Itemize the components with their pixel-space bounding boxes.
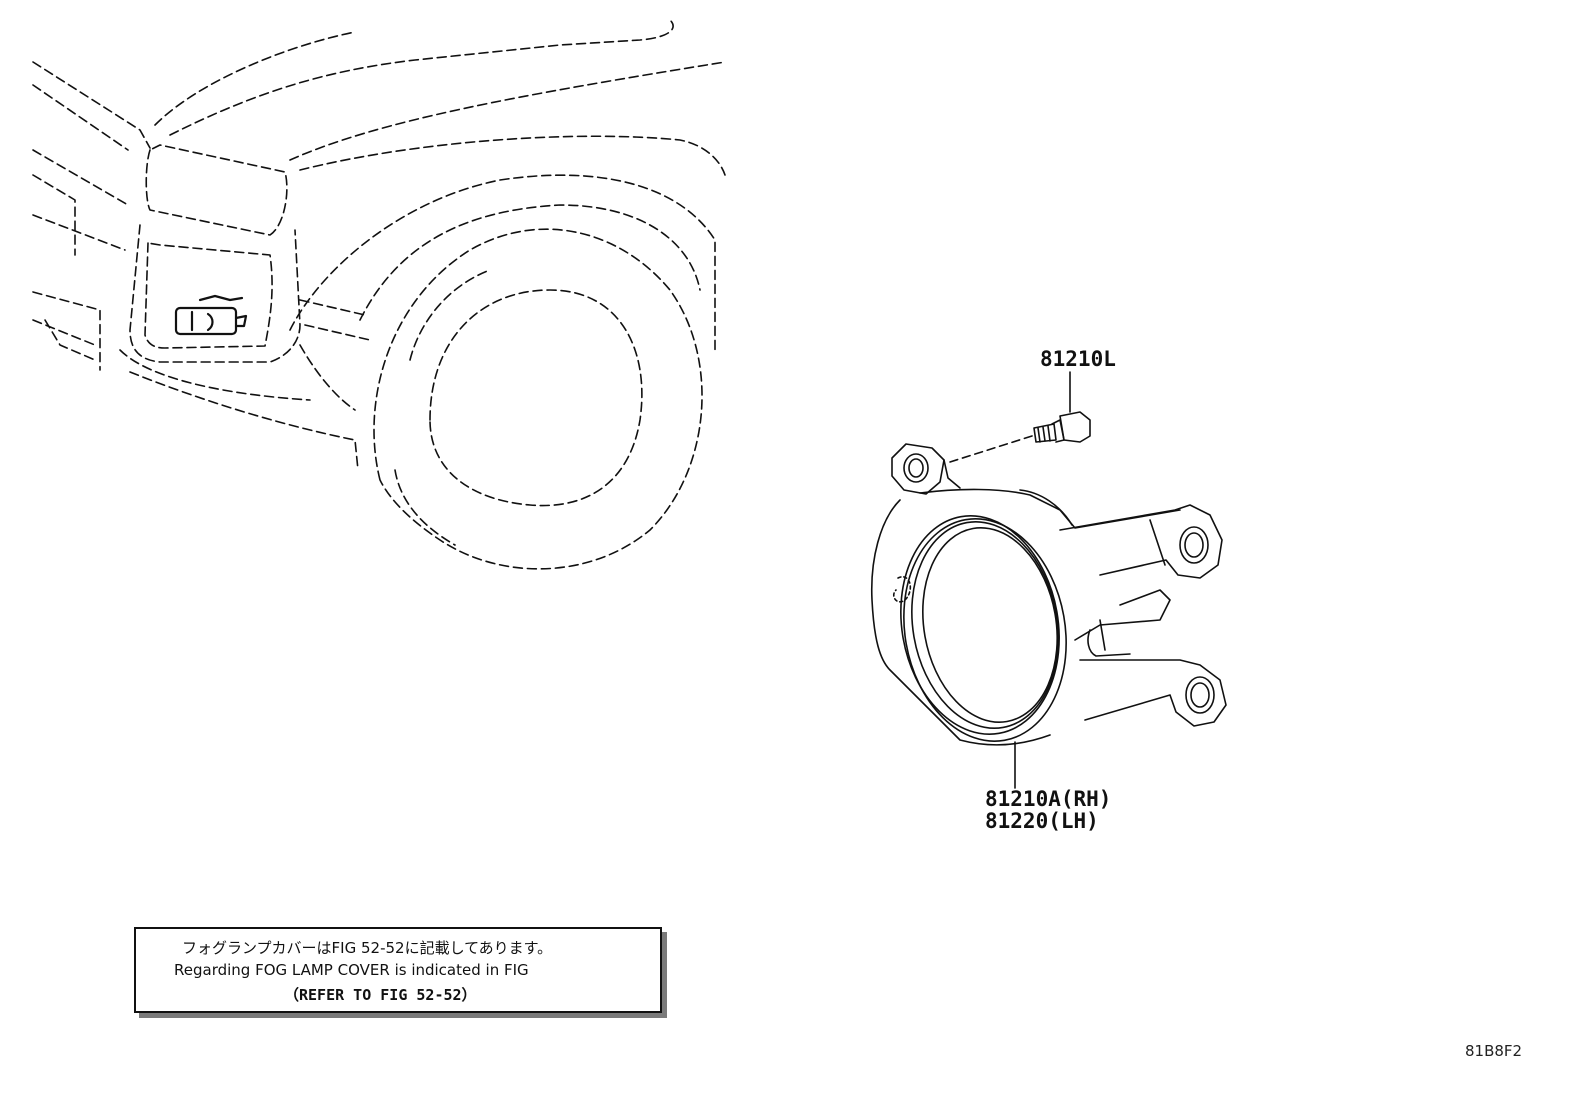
part-number-bolt: 81210L (1040, 347, 1116, 371)
fog-lamp-location-marker (174, 294, 248, 336)
part-number-fog-lamp-rh: 81210A(RH) (985, 787, 1112, 811)
note-reference: （REFER TO FIG 52-52） (284, 986, 477, 1004)
bolt-81210L-drawing (949, 371, 1091, 463)
fog-lamp-assembly-drawing (870, 443, 1227, 789)
vehicle-front-illustration (32, 19, 726, 570)
reference-note-box: フォグランプカバーはFIG 52-52に記載してあります。 Regarding … (134, 927, 662, 1013)
diagram-code: 81B8F2 (1465, 1042, 1523, 1060)
part-number-fog-lamp-lh: 81220(LH) (985, 809, 1099, 833)
note-english: Regarding FOG LAMP COVER is indicated in… (174, 961, 529, 979)
note-japanese: フォグランプカバーはFIG 52-52に記載してあります。 (182, 939, 553, 957)
